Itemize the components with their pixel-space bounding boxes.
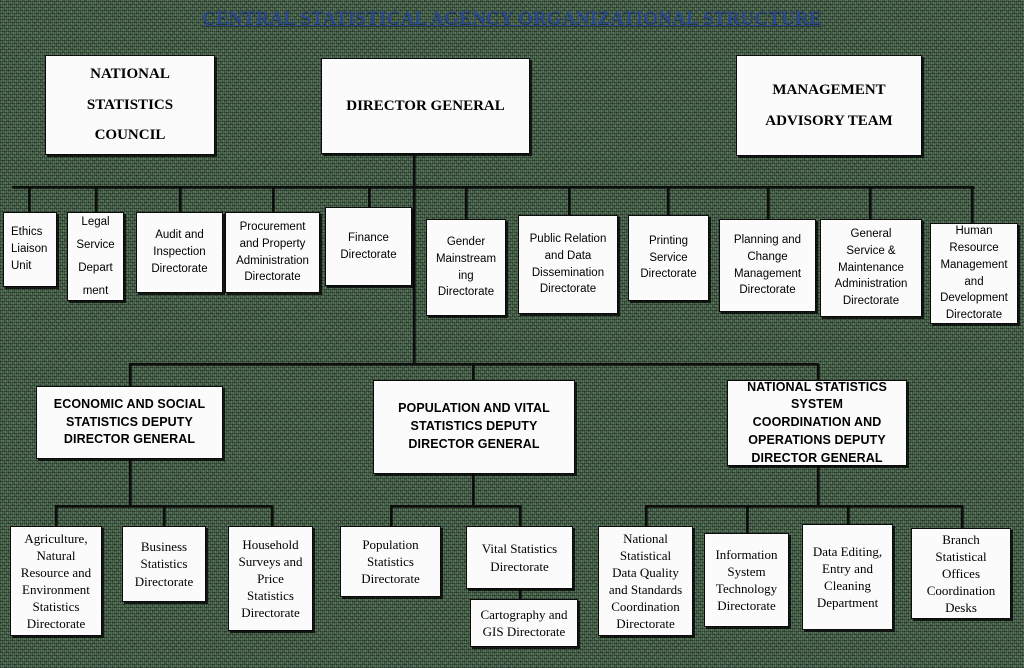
box-audit-and-inspection-directorate[interactable]: Audit and Inspection Directorate	[136, 212, 223, 293]
page-title: CENTRAL STATISTICAL AGENCY ORGANIZATIONA…	[202, 8, 822, 29]
box-cartography-and-gis-directorate[interactable]: Cartography and GIS Directorate	[470, 599, 578, 647]
connector-drop-legal	[95, 186, 97, 213]
box-human-resource-management-and-development-directorate[interactable]: Human Resource Management and Developmen…	[930, 223, 1018, 324]
box-printing-service-directorate[interactable]: Printing Service Directorate	[628, 215, 709, 301]
box-management-advisory-team[interactable]: MANAGEMENT ADVISORY TEAM	[736, 55, 922, 156]
box-general-service-maintenance-administration-directorate[interactable]: General Service & Maintenance Administra…	[820, 219, 922, 317]
connector-drop-ist	[746, 505, 748, 533]
box-information-system-technology-directorate[interactable]: Information System Technology Directorat…	[704, 533, 789, 627]
connector-pop-bus	[390, 505, 521, 507]
connector-dg-stem	[413, 155, 415, 187]
connector-drop-vital	[519, 505, 521, 526]
connector-drop-procurement	[272, 186, 274, 213]
box-data-editing-entry-and-cleaning-department[interactable]: Data Editing, Entry and Cleaning Departm…	[802, 524, 893, 630]
box-agriculture-natural-resource-environment-statistics-directorate[interactable]: Agriculture, Natural Resource and Enviro…	[10, 526, 102, 636]
box-business-statistics-directorate[interactable]: Business Statistics Directorate	[122, 526, 206, 602]
connector-drop-business	[163, 505, 165, 526]
connector-drop-planning	[767, 186, 769, 220]
connector-drop-agriculture	[55, 505, 57, 526]
box-household-surveys-and-price-statistics-directorate[interactable]: Household Surveys and Price Statistics D…	[228, 526, 313, 631]
connector-drop-population	[390, 505, 392, 526]
connector-drop-audit	[179, 186, 181, 213]
connector-drop-ddg-nss	[817, 363, 819, 380]
connector-drop-printing	[667, 186, 669, 216]
box-finance-directorate[interactable]: Finance Directorate	[325, 207, 412, 286]
box-procurement-and-property-administration-directorate[interactable]: Procurement and Property Administration …	[225, 212, 320, 293]
connector-ess-stem	[129, 459, 131, 505]
box-public-relation-and-data-dissemination-directorate[interactable]: Public Relation and Data Dissemination D…	[518, 215, 618, 314]
connector-drop-gender	[465, 186, 467, 220]
box-ddg-population-and-vital-statistics[interactable]: POPULATION AND VITAL STATISTICS DEPUTY D…	[373, 380, 575, 474]
connector-drop-data-quality	[645, 505, 647, 526]
connector-drop-data-editing	[847, 505, 849, 524]
connector-drop-general-service	[869, 186, 871, 220]
connector-drop-finance	[368, 186, 370, 208]
box-ddg-national-statistics-system-coordination-and-operations[interactable]: NATIONAL STATISTICS SYSTEM COORDINATION …	[727, 380, 907, 466]
connector-nss-bus	[645, 505, 962, 507]
connector-drop-ddg-economic	[129, 363, 131, 386]
connector-drop-hrm	[971, 186, 973, 224]
connector-dg-to-tier3	[413, 186, 415, 364]
connector-drop-ddg-population	[472, 363, 474, 380]
connector-pop-stem	[472, 474, 474, 505]
box-vital-statistics-directorate[interactable]: Vital Statistics Directorate	[466, 526, 573, 589]
connector-tier2-bus	[12, 186, 974, 188]
connector-drop-ethics	[28, 186, 30, 213]
connector-drop-branch	[961, 505, 963, 528]
box-branch-statistical-offices-coordination-desks[interactable]: Branch Statistical Offices Coordination …	[911, 528, 1011, 619]
box-legal-service-department[interactable]: Legal Service Depart ment	[67, 212, 124, 301]
connector-drop-household	[271, 505, 273, 526]
box-ddg-economic-and-social-statistics[interactable]: ECONOMIC AND SOCIAL STATISTICS DEPUTY DI…	[36, 386, 223, 459]
box-population-statistics-directorate[interactable]: Population Statistics Directorate	[340, 526, 441, 597]
box-planning-and-change-management-directorate[interactable]: Planning and Change Management Directora…	[719, 219, 816, 312]
box-gender-mainstreaming-directorate[interactable]: Gender Mainstream ing Directorate	[426, 219, 506, 316]
box-national-statistics-council[interactable]: NATIONAL STATISTICS COUNCIL	[45, 55, 215, 155]
connector-drop-cartography	[519, 589, 521, 599]
box-national-statistical-data-quality-and-standards-coordination-directorate[interactable]: National Statistical Data Quality and St…	[598, 526, 693, 636]
box-ethics-liaison-unit[interactable]: Ethics Liaison Unit	[3, 212, 57, 287]
connector-nss-stem	[817, 466, 819, 505]
box-director-general[interactable]: DIRECTOR GENERAL	[321, 58, 530, 154]
connector-drop-public-relation	[568, 186, 570, 216]
